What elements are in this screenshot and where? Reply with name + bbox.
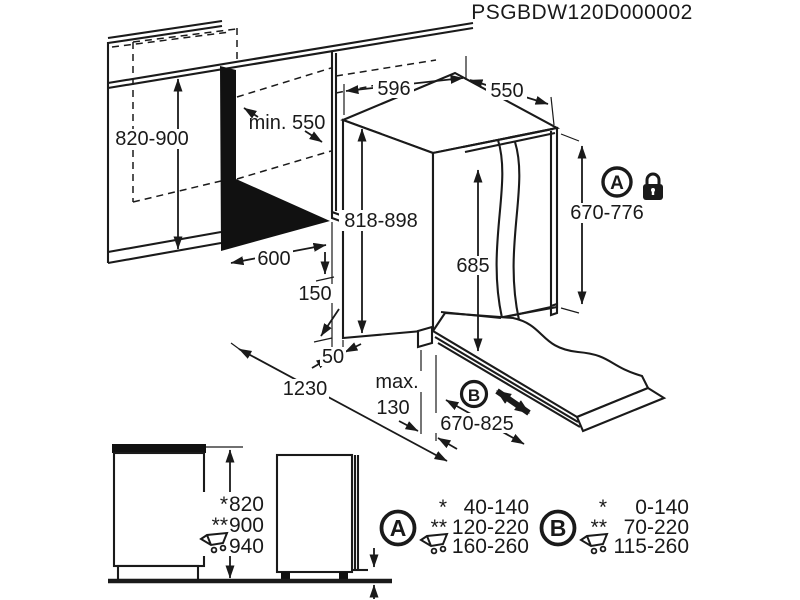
marker-b-letter: B (468, 386, 480, 405)
legend-b-row-3-value: 115-260 (613, 535, 689, 558)
adjustable-foot (416, 325, 434, 349)
sliding-plinth-panel (431, 310, 667, 433)
dim-door-opening: 685 (456, 255, 489, 277)
door-break-wave-2 (512, 141, 521, 321)
dim-niche-height: 820-900 (115, 128, 188, 150)
legend-a-row-1-prefix: * (439, 496, 447, 519)
slide-direction-arrow (495, 388, 531, 416)
legend-b-row-1-value: 0-140 (635, 496, 689, 519)
dim-door-panel-a: 670-776 (570, 202, 643, 224)
marker-a-letter: A (610, 173, 624, 194)
unit-foot-right (339, 572, 348, 581)
unit-foot-left (281, 572, 290, 581)
niche-side-panel (330, 52, 345, 224)
dim-niche-depth: min. 550 (249, 112, 326, 134)
label-backgrounds (113, 79, 649, 433)
dim-side-clearance: 50 (322, 346, 344, 368)
dim-front-clearance: 1230 (283, 378, 328, 400)
cabinet-plinth (116, 564, 200, 582)
model-code-title: PSGBDW120D000002 (471, 1, 693, 24)
legend-a-letter: A (390, 515, 407, 541)
freestanding-unit (275, 453, 354, 574)
dim-plinth-height: 150 (298, 283, 331, 305)
legend-b-row-1-prefix: * (599, 496, 607, 519)
dim-toe-kick-label: max. (375, 371, 418, 393)
built-under-cabinet (112, 451, 206, 568)
marker-b-sliding-plinth: B (459, 379, 531, 416)
height-row-3-value: 940 (229, 535, 264, 558)
height-table: * 820 ** 900 940 (200, 493, 264, 558)
cabinet-side-views: * 820 ** 900 940 (108, 444, 392, 599)
marker-a-fixed-door: A (601, 166, 663, 200)
niche-shadow (220, 66, 330, 251)
dim-unit-height: 818-898 (344, 210, 417, 232)
legend-table-a: A * 40-140 ** 120-220 160-260 (379, 496, 529, 558)
legend-table-b: B * 0-140 ** 70-220 115-260 (539, 496, 689, 558)
lock-icon (643, 172, 663, 200)
dim-toe-kick-value: 130 (376, 397, 409, 419)
height-row-1-prefix: * (220, 493, 228, 516)
dim-plinth-panel-b: 670-825 (440, 413, 513, 435)
door-break-wave-1 (495, 139, 504, 319)
height-row-1-value: 820 (229, 493, 264, 516)
legend-b-letter: B (550, 515, 567, 541)
dim-unit-width: 596 (377, 78, 410, 100)
legend-a-row-1-value: 40-140 (464, 496, 529, 519)
legend-b-row-2-value: 70-220 (624, 516, 689, 539)
legend-a-row-2-prefix: ** (431, 516, 447, 539)
legend-a-row-3-value: 160-260 (452, 535, 529, 558)
kitchen-counter (106, 19, 474, 265)
dim-unit-depth: 550 (490, 80, 523, 102)
hidden-edges-dashed (111, 28, 437, 203)
dim-niche-width: 600 (257, 248, 290, 270)
height-row-2-prefix: ** (212, 514, 228, 537)
worktop-slab (112, 444, 206, 453)
height-row-2-value: 900 (229, 514, 264, 537)
legend-b-row-2-prefix: ** (591, 516, 607, 539)
dimension-labels: 820-900 min. 550 600 596 550 818-898 685… (115, 78, 643, 435)
legend-a-row-2-value: 120-220 (452, 516, 529, 539)
